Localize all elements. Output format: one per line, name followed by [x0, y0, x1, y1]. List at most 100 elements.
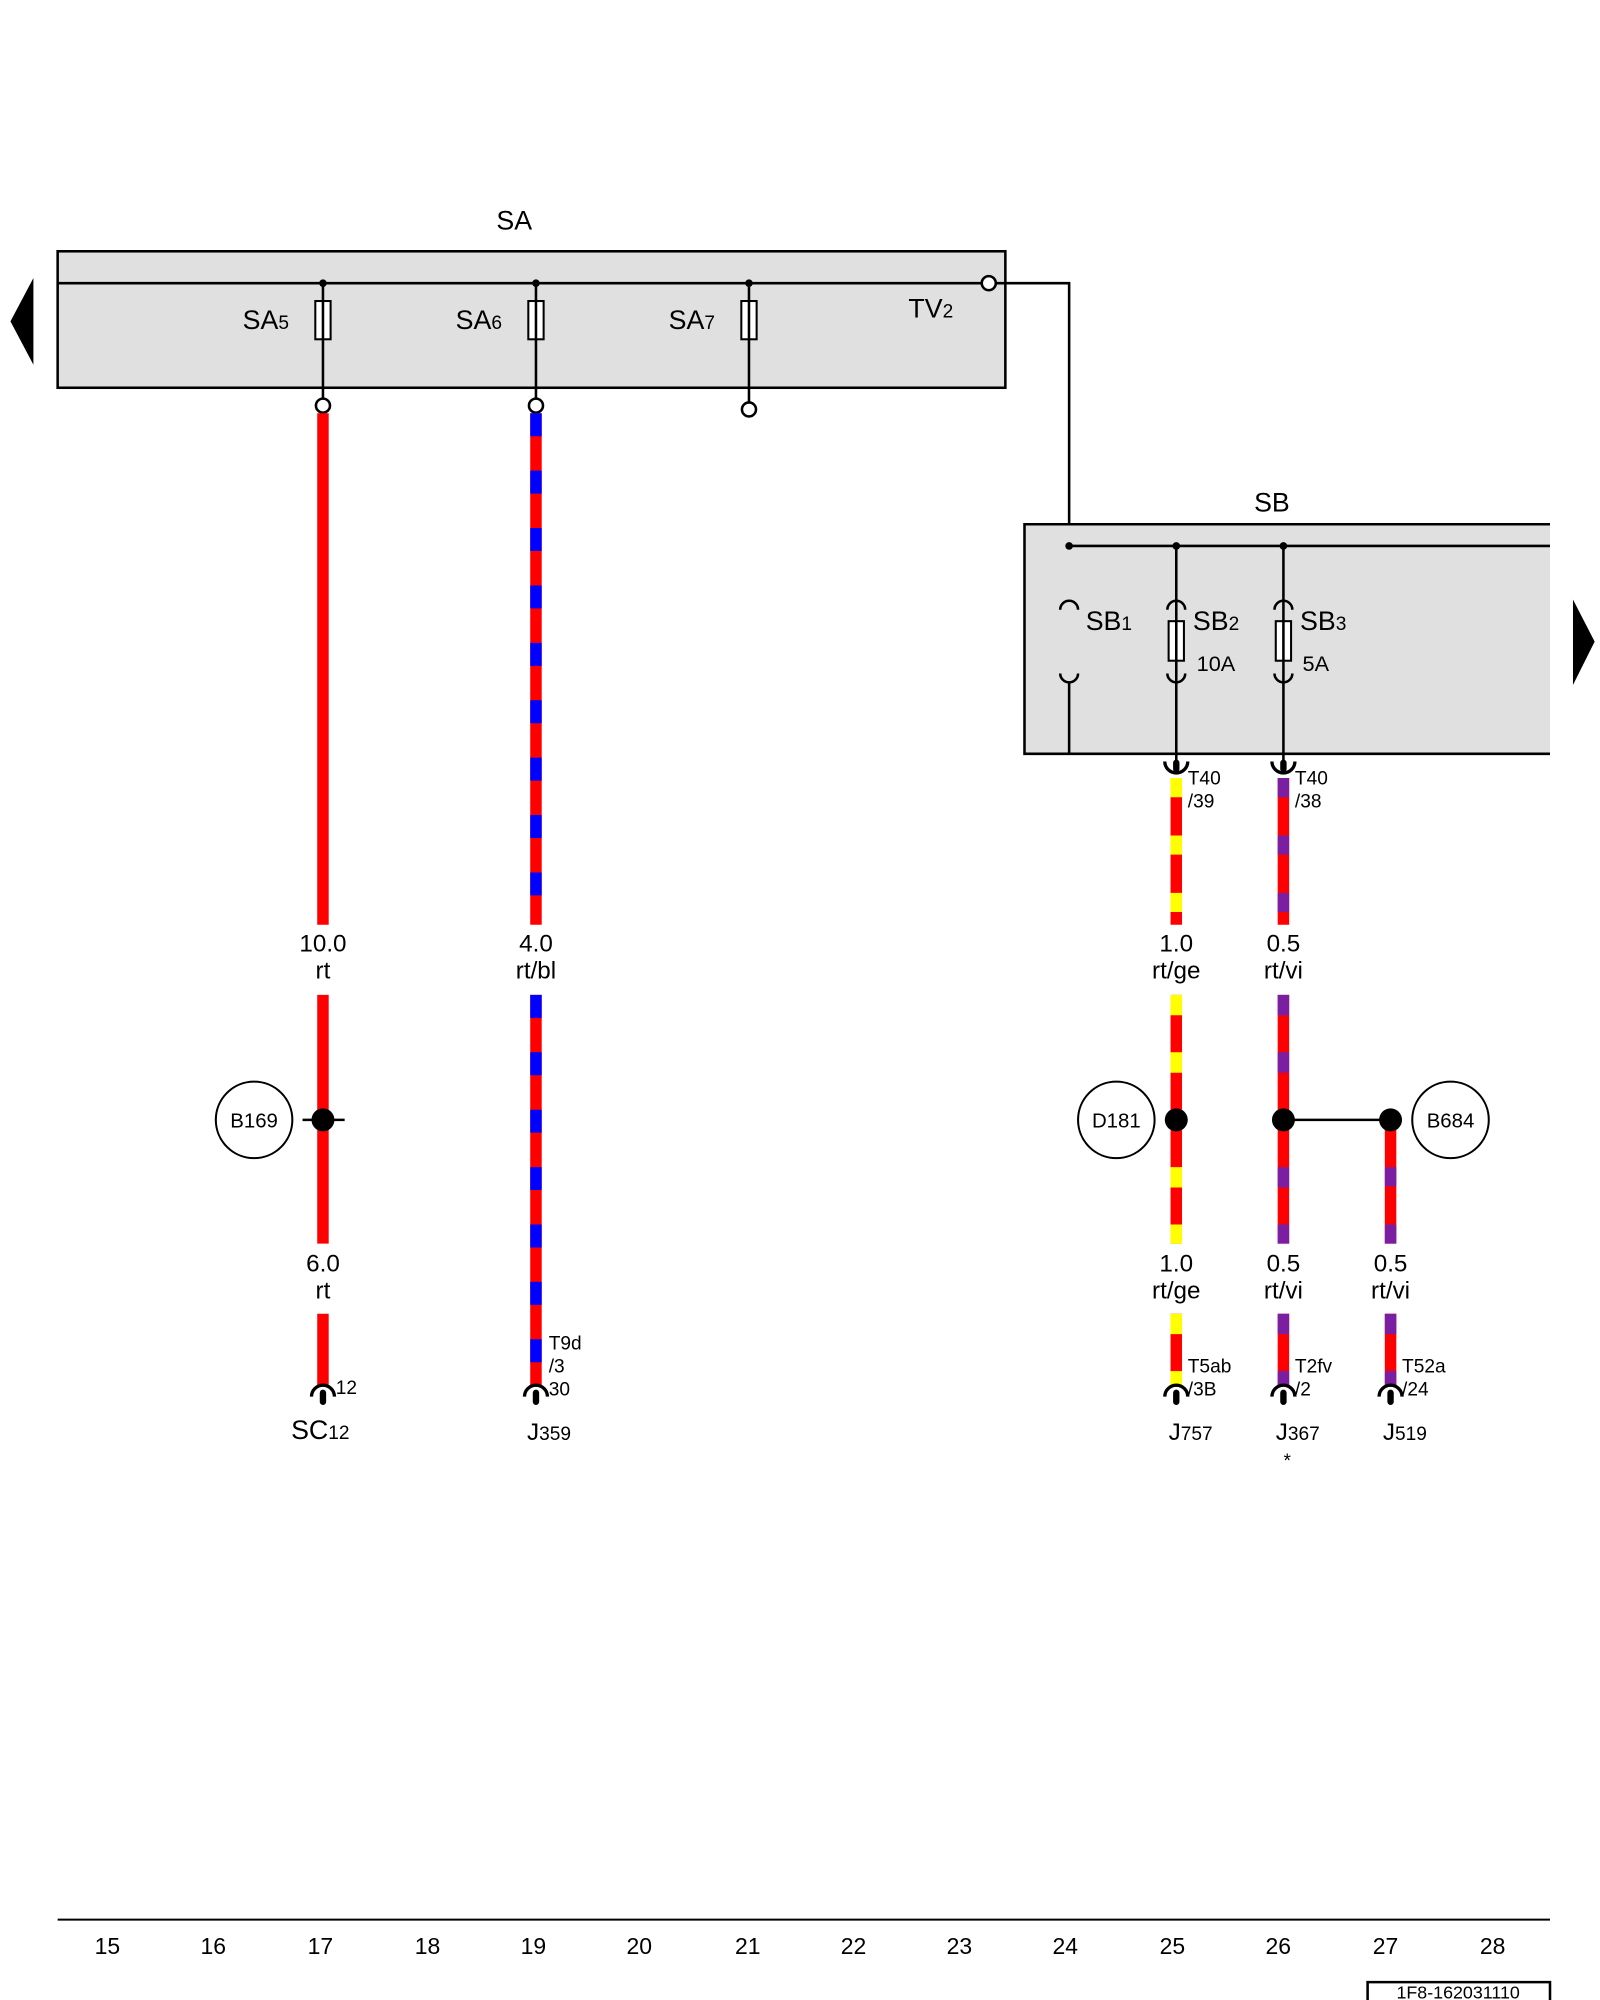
- component-label-sub: 359: [539, 1424, 571, 1445]
- grid-number: 17: [308, 1933, 334, 1959]
- wire-color-label: rt/vi: [1264, 1277, 1303, 1304]
- fuse-sb3: SB3 5A: [1273, 542, 1346, 762]
- splice-d181-label: D181: [1092, 1111, 1141, 1133]
- terminal-tv2-open-circle: [980, 274, 998, 292]
- splice-d181: D181: [1077, 1080, 1156, 1160]
- terminal-tv2-label: TV2: [908, 294, 953, 324]
- wire-color-label: rt: [316, 1277, 331, 1304]
- fuse-sa5: SA5: [243, 279, 332, 414]
- fuse-label-main: SA: [456, 305, 492, 335]
- fuse-label-main: SA: [243, 305, 279, 335]
- splice-dot: [1271, 1108, 1295, 1132]
- component-label-sub: 519: [1395, 1424, 1427, 1445]
- component-label-sub: 367: [1288, 1424, 1320, 1445]
- fuse-sb1: SB1: [1058, 542, 1132, 754]
- fuse-label-main: SB: [1086, 606, 1122, 636]
- component-label-sub: 12: [328, 1423, 349, 1444]
- terminal-connector-label: T9d: [549, 1333, 582, 1354]
- junction-dot: [1065, 542, 1073, 550]
- wire-color-label: rt/ge: [1152, 957, 1200, 984]
- fuse-sa7-output-circle: [740, 401, 758, 418]
- fuse-sa6: SA6: [456, 279, 545, 414]
- fuse-sb1-top-contact: [1058, 599, 1080, 610]
- fuse-sb2-label: SB2: [1193, 606, 1239, 636]
- terminal-j367: T2fv /2 J367 *: [1270, 1356, 1333, 1472]
- junction-dot: [1172, 542, 1181, 550]
- grid-number: 23: [947, 1933, 973, 1959]
- wire-color-label: rt/ge: [1152, 1277, 1200, 1304]
- component-label: SC12: [291, 1415, 349, 1445]
- fuse-label-sub: 2: [1229, 614, 1240, 635]
- terminal-j757: T5ab /3B J757: [1163, 1356, 1232, 1446]
- wire-color-label: rt/bl: [516, 957, 556, 984]
- drawing-number-frame: [1366, 1980, 1552, 2000]
- plug-icon: [1270, 1383, 1297, 1397]
- wire-sa5: 10.0 rt 6.0 rt: [299, 413, 347, 1387]
- wire-b684-branch: 0.5 rt/vi: [1371, 1108, 1410, 1387]
- junction-dot: [1279, 542, 1288, 550]
- block-sb: SB SB1 SB2 10A: [1023, 487, 1595, 812]
- plug-icon: [309, 1383, 337, 1397]
- wire-sa6: 4.0 rt/bl: [516, 413, 556, 1387]
- splice-b169-circle: [214, 1080, 294, 1160]
- fuse-sb1-label: SB1: [1086, 606, 1132, 636]
- splice-dot: [311, 1108, 335, 1132]
- component-label-main: SC: [291, 1415, 328, 1445]
- grid-number: 15: [95, 1933, 121, 1959]
- grid-number: 27: [1373, 1933, 1399, 1959]
- fuse-sb3-top-contact: [1273, 599, 1294, 610]
- grid-number: 24: [1053, 1933, 1079, 1959]
- wire-size-label: 1.0: [1159, 931, 1193, 958]
- grid-ruler: 15 16 17 18 19 20 21 22 23 24 25 26 27 2…: [57, 1918, 1550, 1959]
- terminal-j519: T52a /24 J519: [1377, 1356, 1446, 1446]
- fuse-sb3-bottom-contact: [1273, 673, 1294, 684]
- fuse-label-sub: 7: [704, 313, 715, 334]
- terminal-label-main: TV: [908, 294, 942, 324]
- continuation-right-arrow-icon: [1572, 599, 1595, 685]
- wire-color-label: rt: [316, 957, 331, 984]
- connector-pin: /38: [1295, 791, 1322, 812]
- wire-sb3: 0.5 rt/vi 0.5 rt/vi: [1264, 778, 1391, 1387]
- fuse-sa7-label: SA7: [669, 305, 715, 335]
- splice-b684-label: B684: [1427, 1111, 1475, 1133]
- grid-number: 19: [521, 1933, 547, 1959]
- grid-number: 25: [1160, 1933, 1186, 1959]
- plug-icon: [1377, 1383, 1404, 1397]
- terminal-connector-label: T52a: [1402, 1356, 1446, 1377]
- block-sa: SA SA5 SA6: [10, 206, 1071, 601]
- plug-icon: [1163, 1383, 1190, 1397]
- wire-size-label: 10.0: [299, 931, 346, 958]
- component-label: J757: [1169, 1419, 1213, 1446]
- fuse-sa5-label: SA5: [243, 305, 289, 335]
- connector-name: T40: [1188, 768, 1221, 789]
- fuse-sa6-label: SA6: [456, 305, 502, 335]
- terminal-pin-label: /2: [1295, 1379, 1311, 1400]
- terminal-label-sub: 2: [943, 302, 954, 323]
- terminal-sc12: 12 SC12: [291, 1378, 357, 1445]
- fuse-sa6-output-circle: [527, 397, 545, 414]
- component-label: J367: [1276, 1419, 1320, 1446]
- fuse-sa5-output-circle: [314, 397, 332, 414]
- grid-number: 18: [415, 1933, 441, 1959]
- fuse-sb2-bottom-contact: [1166, 673, 1187, 684]
- connector-name: T40: [1295, 768, 1328, 789]
- terminal-connector-label: T5ab: [1188, 1356, 1232, 1377]
- component-label: J519: [1383, 1419, 1427, 1446]
- wire-size-label: 4.0: [519, 931, 553, 958]
- fuse-label-sub: 5: [278, 313, 289, 334]
- terminal-pin-label: 12: [336, 1378, 357, 1399]
- splice-dot: [1164, 1108, 1188, 1132]
- socket-icon: [1163, 761, 1190, 775]
- splice-b169-label: B169: [230, 1111, 278, 1133]
- grid-number: 22: [841, 1933, 867, 1959]
- block-sb-border: [1023, 522, 1550, 756]
- fuse-label-main: SB: [1300, 606, 1336, 636]
- fuse-sb2: SB2 10A: [1166, 542, 1239, 762]
- continuation-left-arrow-icon: [10, 278, 34, 365]
- block-sb-title: SB: [1254, 487, 1290, 517]
- splice-b684: B684: [1411, 1080, 1490, 1160]
- drawing-number: 1F8-162031110: [1396, 1983, 1519, 2000]
- component-label-main: J: [527, 1419, 539, 1446]
- wire-size-label: 0.5: [1374, 1251, 1408, 1278]
- wire-size-label: 0.5: [1267, 1251, 1301, 1278]
